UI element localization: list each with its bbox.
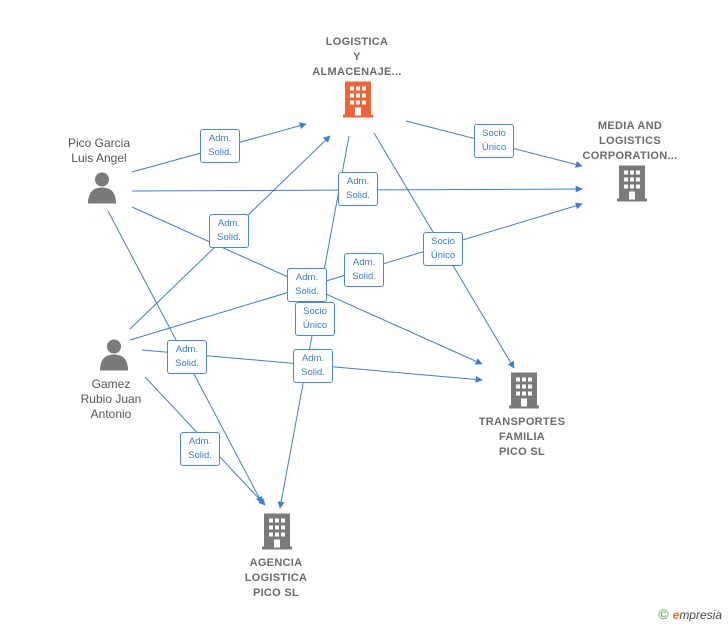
building-icon-media xyxy=(617,165,647,202)
person-label-pico[interactable]: Pico Garcia Luis Angel xyxy=(67,136,131,165)
brand-footer[interactable]: ©empresia xyxy=(658,606,722,622)
person-icon[interactable] xyxy=(87,172,117,209)
copyright-icon: © xyxy=(658,606,669,622)
edge-label-adm-solid: Adm. Solid. xyxy=(180,432,220,466)
edge-label-adm-solid: Adm. Solid. xyxy=(344,253,384,287)
company-label-logistica[interactable]: LOGISTICA Y ALMACENAJE... xyxy=(312,36,402,78)
edge-label-adm-solid: Adm. Solid. xyxy=(338,172,378,206)
company-label-agencia[interactable]: AGENCIA LOGISTICA PICO SL xyxy=(244,557,308,599)
company-label-media[interactable]: MEDIA AND LOGISTICS CORPORATION... xyxy=(582,120,678,162)
person-icon[interactable] xyxy=(99,339,129,376)
building-icon-main xyxy=(343,81,373,118)
building-icon[interactable] xyxy=(343,81,373,123)
person-icon-gamez xyxy=(100,339,128,371)
edge-label-adm-solid: Adm. Solid. xyxy=(287,268,327,302)
building-icon[interactable] xyxy=(509,372,539,414)
person-label-gamez[interactable]: Gamez Rubio Juan Antonio xyxy=(80,377,142,421)
edge-label-socio-unico: Socio Único xyxy=(295,302,335,336)
edge-label-adm-solid: Adm. Solid. xyxy=(200,129,240,163)
edge-label-adm-solid: Adm. Solid. xyxy=(209,214,249,248)
building-icon[interactable] xyxy=(262,513,292,555)
edge-label-adm-solid: Adm. Solid. xyxy=(167,340,207,374)
company-label-transportes[interactable]: TRANSPORTES FAMILIA PICO SL xyxy=(478,416,566,458)
building-icon-agencia xyxy=(262,513,292,550)
edge-label-socio-unico: Socio Único xyxy=(474,124,514,158)
building-icon-transportes xyxy=(509,372,539,409)
person-icon-pico xyxy=(88,172,116,204)
edge-label-adm-solid: Adm. Solid. xyxy=(293,349,333,383)
edge-label-socio-unico: Socio Único xyxy=(423,232,463,266)
brand-logo: empresia xyxy=(672,608,722,622)
building-icon[interactable] xyxy=(617,165,647,207)
